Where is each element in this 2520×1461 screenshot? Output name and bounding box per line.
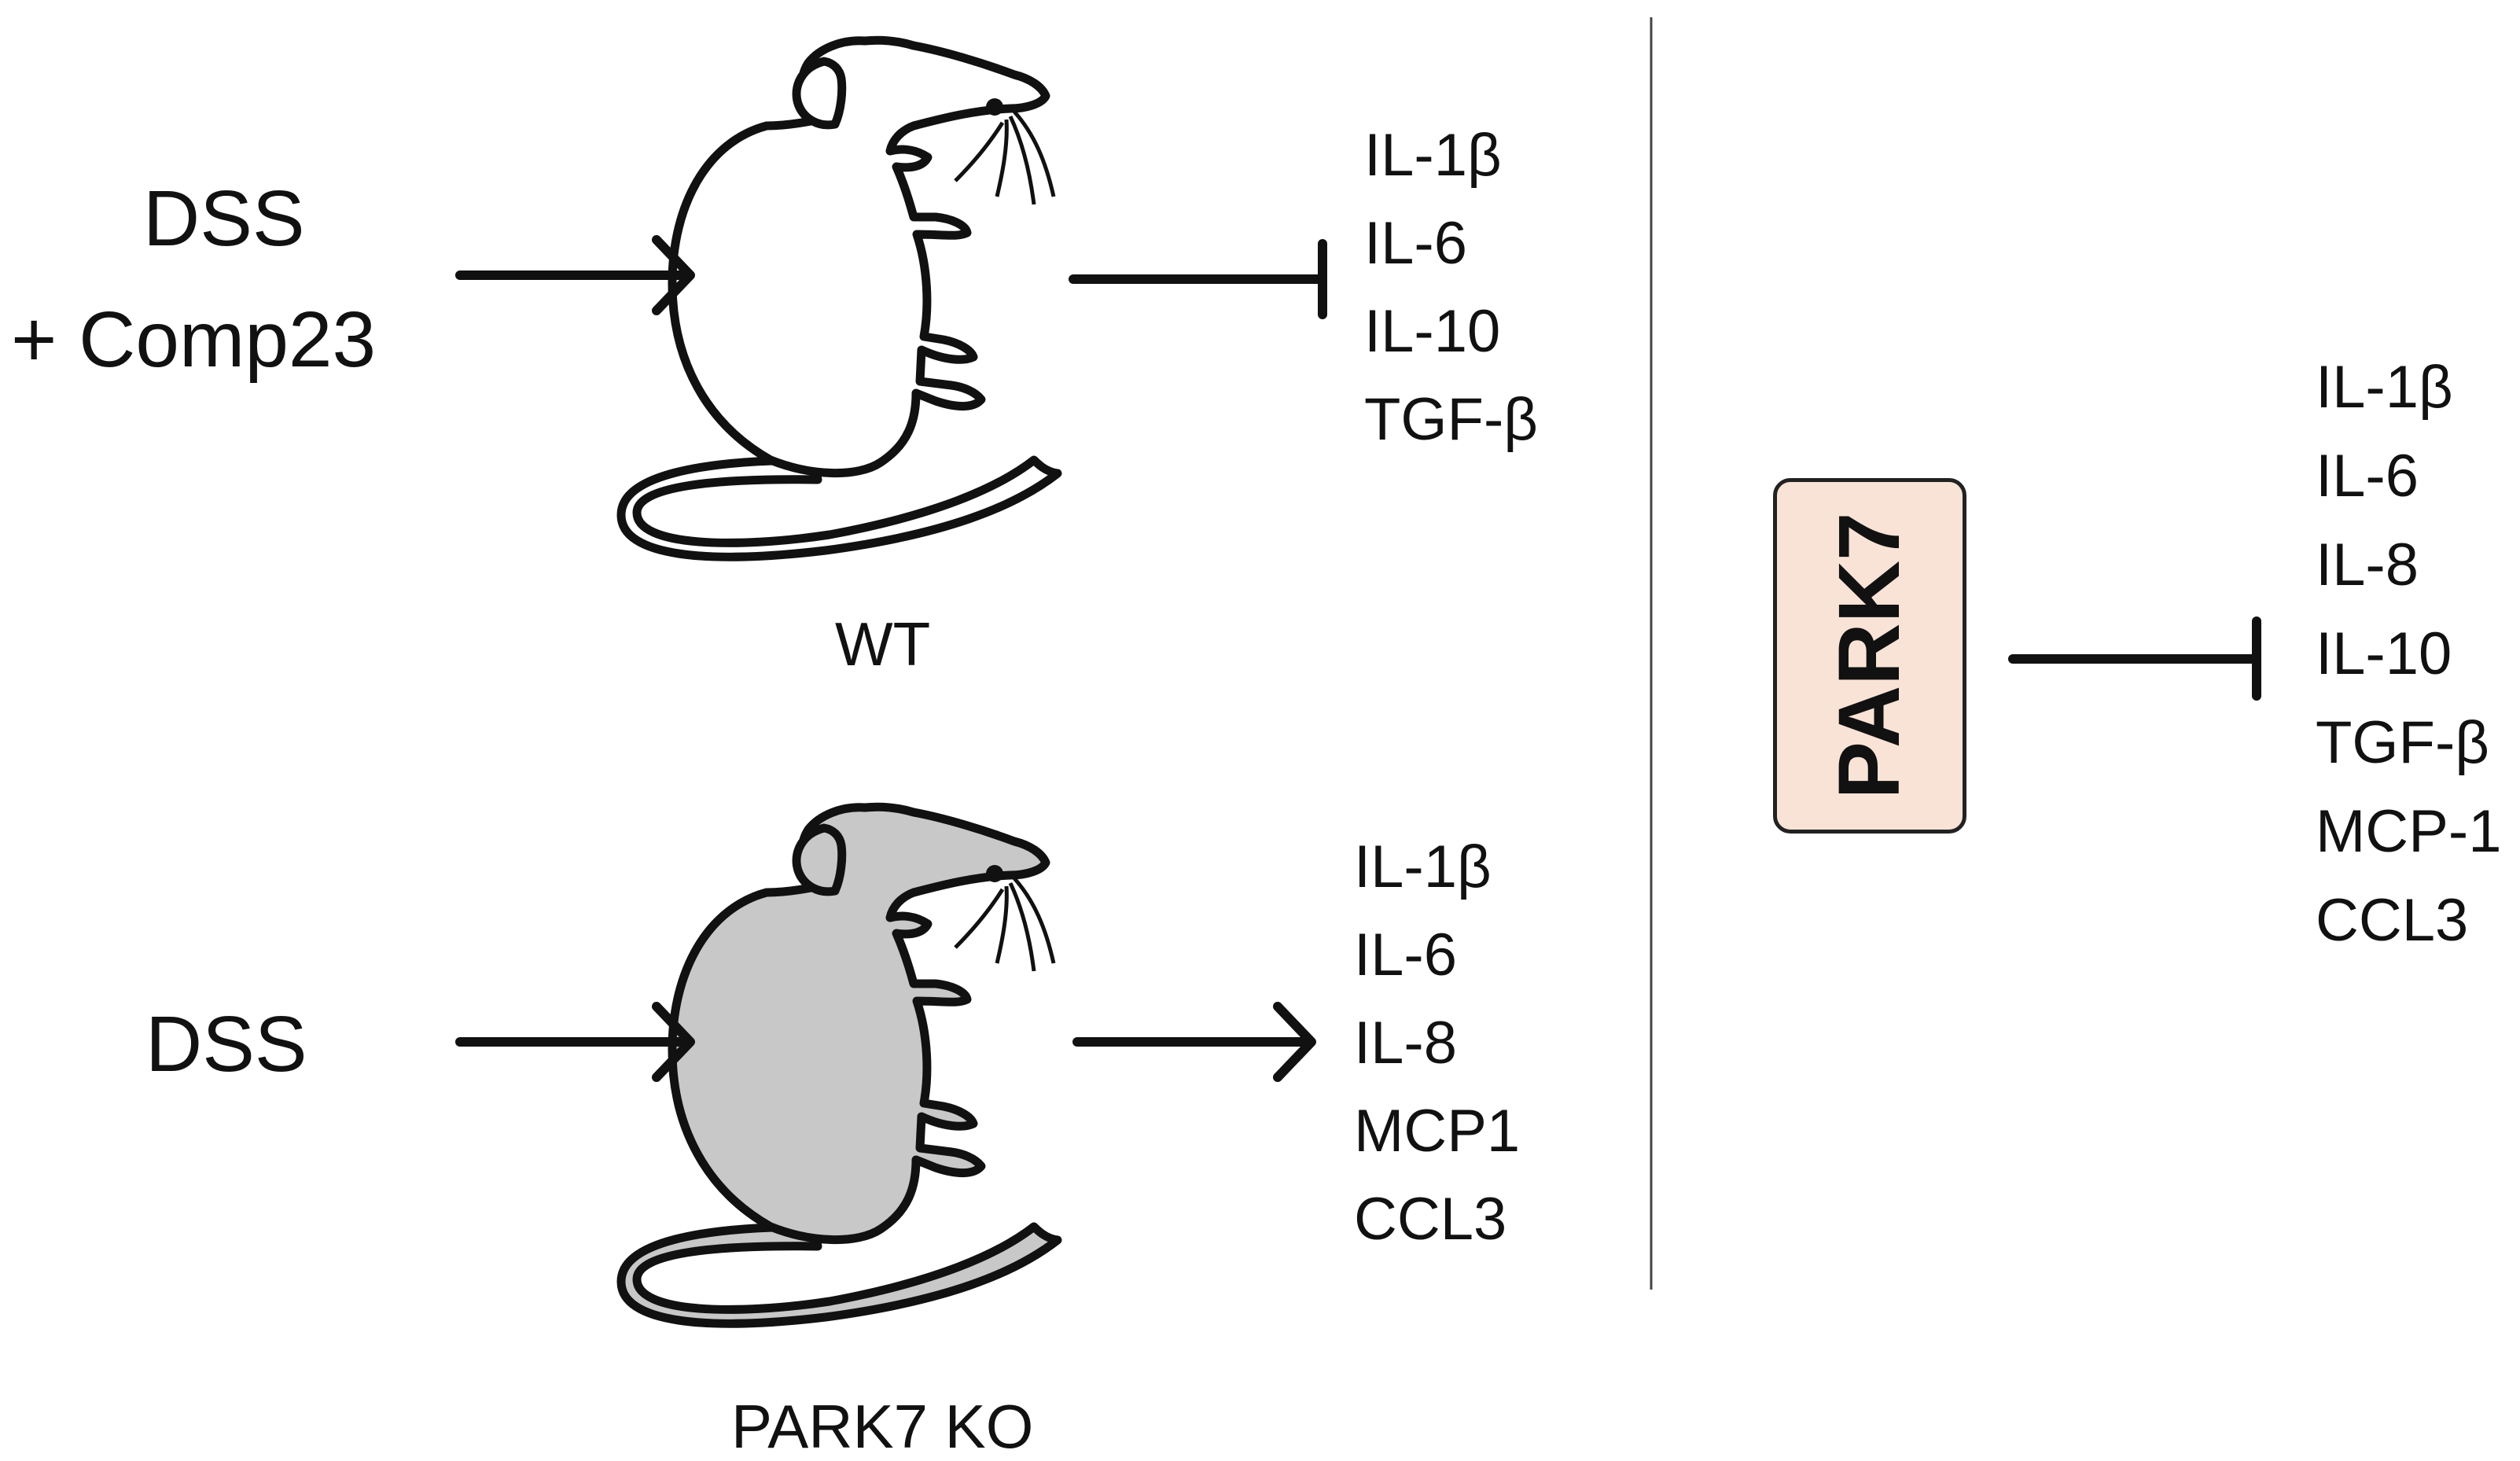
park7-cytokine-ccl3: CCL3 [2316, 887, 2469, 954]
park7-label: PARK7 [1821, 512, 1918, 800]
park7-cytokine-list: IL-1β IL-6 IL-8 IL-10 TGF-β MCP-1 CCL3 [2316, 358, 2501, 951]
park7-cytokine-il8: IL-8 [2316, 532, 2419, 598]
wt-cytokine-il10: IL-10 [1364, 298, 1501, 365]
wt-mouse-icon [616, 35, 1062, 561]
ko-cytokine-ccl3: CCL3 [1354, 1186, 1507, 1253]
wt-mouse-eye-icon [986, 98, 1003, 116]
wt-cytokine-tgfb: TGF-β [1364, 386, 1538, 453]
park7-cytokine-mcp1: MCP-1 [2316, 798, 2502, 865]
park7-cytokine-tgfb: TGF-β [2316, 709, 2489, 776]
ko-mouse-whiskers-icon [954, 877, 1056, 972]
ko-mouse-eye-icon [986, 865, 1003, 882]
park7-cytokine-il6: IL-6 [2316, 443, 2419, 510]
wt-treatment-arrow-icon [455, 235, 695, 315]
ko-mouse-label: PARK7 KO [731, 1392, 1034, 1461]
wt-mouse-whiskers-icon [954, 110, 1056, 205]
park7-node: PARK7 [1773, 478, 1966, 834]
ko-mouse-icon [616, 802, 1062, 1328]
wt-cytokine-list: IL-1β IL-6 IL-10 TGF-β [1364, 126, 1538, 450]
wt-inhibition-bar-icon [1069, 239, 1327, 319]
park7-cytokine-il10: IL-10 [2316, 620, 2452, 687]
wt-cytokine-il1b: IL-1β [1364, 122, 1502, 189]
ko-mouse-body-icon [616, 802, 1062, 1328]
ko-cytokine-list: IL-1β IL-6 IL-8 MCP1 CCL3 [1354, 837, 1520, 1249]
ko-cytokine-il6: IL-6 [1354, 922, 1457, 988]
ko-treatment-line-1: DSS [145, 1000, 307, 1088]
ko-treatment-arrow-icon [455, 1002, 695, 1082]
ko-cytokine-mcp1: MCP1 [1354, 1098, 1521, 1165]
wt-treatment-line-2: + Comp23 [11, 296, 377, 384]
park7-cytokine-il1b: IL-1β [2316, 354, 2453, 421]
wt-mouse-label: WT [835, 609, 931, 679]
wt-mouse-body-icon [616, 35, 1062, 561]
ko-cytokine-il8: IL-8 [1354, 1010, 1457, 1076]
park7-inhibition-bar-icon [2008, 616, 2261, 701]
ko-cytokine-il1b: IL-1β [1354, 834, 1492, 900]
ko-induction-arrow-icon [1072, 1002, 1316, 1082]
wt-cytokine-il6: IL-6 [1364, 210, 1467, 277]
wt-treatment-line-1: DSS [143, 175, 305, 263]
